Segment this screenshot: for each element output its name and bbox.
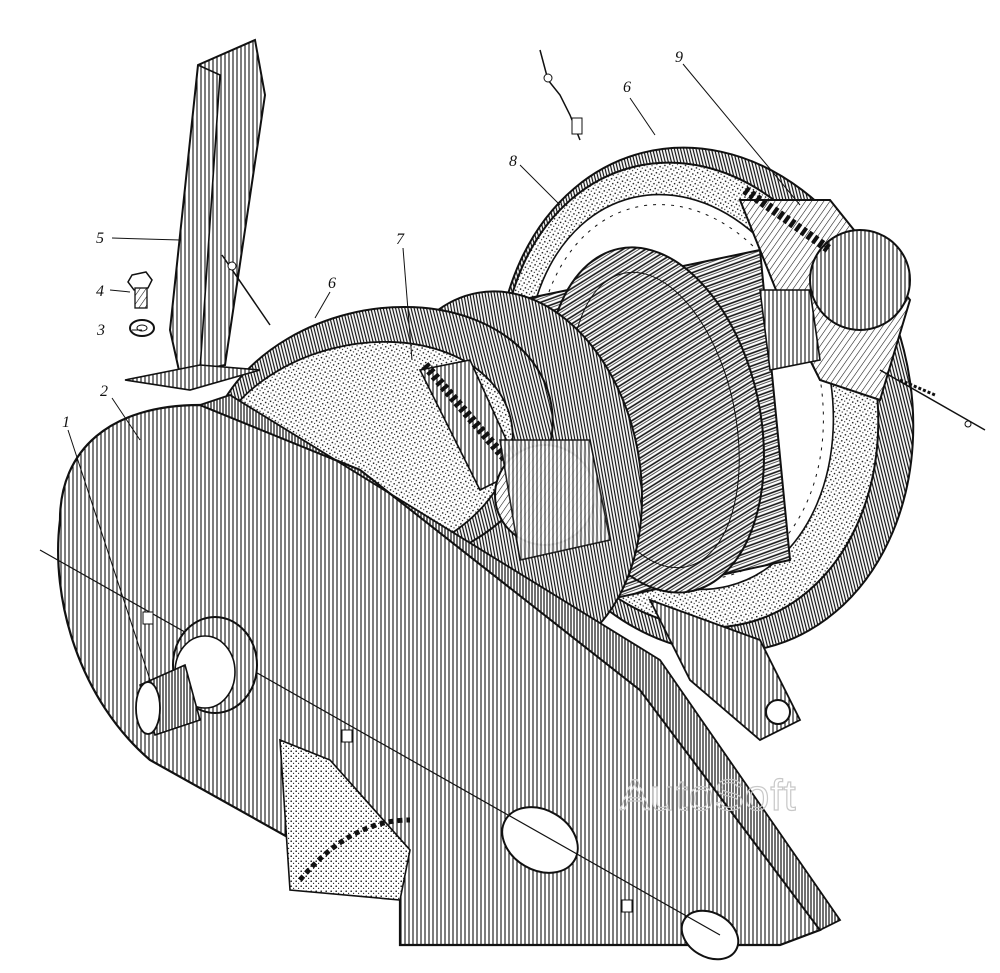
- label-8: 8: [509, 153, 517, 170]
- label-5: 5: [96, 230, 104, 247]
- label-9: 9: [675, 49, 683, 66]
- label-6-left: 6: [328, 275, 336, 292]
- label-2: 2: [100, 383, 108, 400]
- bolt: [127, 271, 153, 309]
- brake-lever: [124, 38, 271, 391]
- label-4: 4: [96, 283, 104, 300]
- front-housing-plate: [39, 394, 842, 961]
- watermark: AutoSoft: [620, 771, 797, 820]
- callout-labels: 1 2 3 4 5 6 7 8 6 9: [62, 49, 683, 431]
- ratchet-mechanism: [418, 359, 611, 561]
- washer: [129, 319, 155, 337]
- base-frame: [648, 598, 802, 742]
- right-brake-band-assembly: [738, 186, 986, 431]
- leader-lines: [67, 63, 801, 681]
- label-3: 3: [96, 322, 105, 339]
- label-6-right: 6: [623, 79, 631, 96]
- control-cable-top: [539, 49, 583, 141]
- shaft-end: [135, 616, 258, 737]
- label-7: 7: [396, 231, 405, 248]
- label-1: 1: [62, 414, 70, 431]
